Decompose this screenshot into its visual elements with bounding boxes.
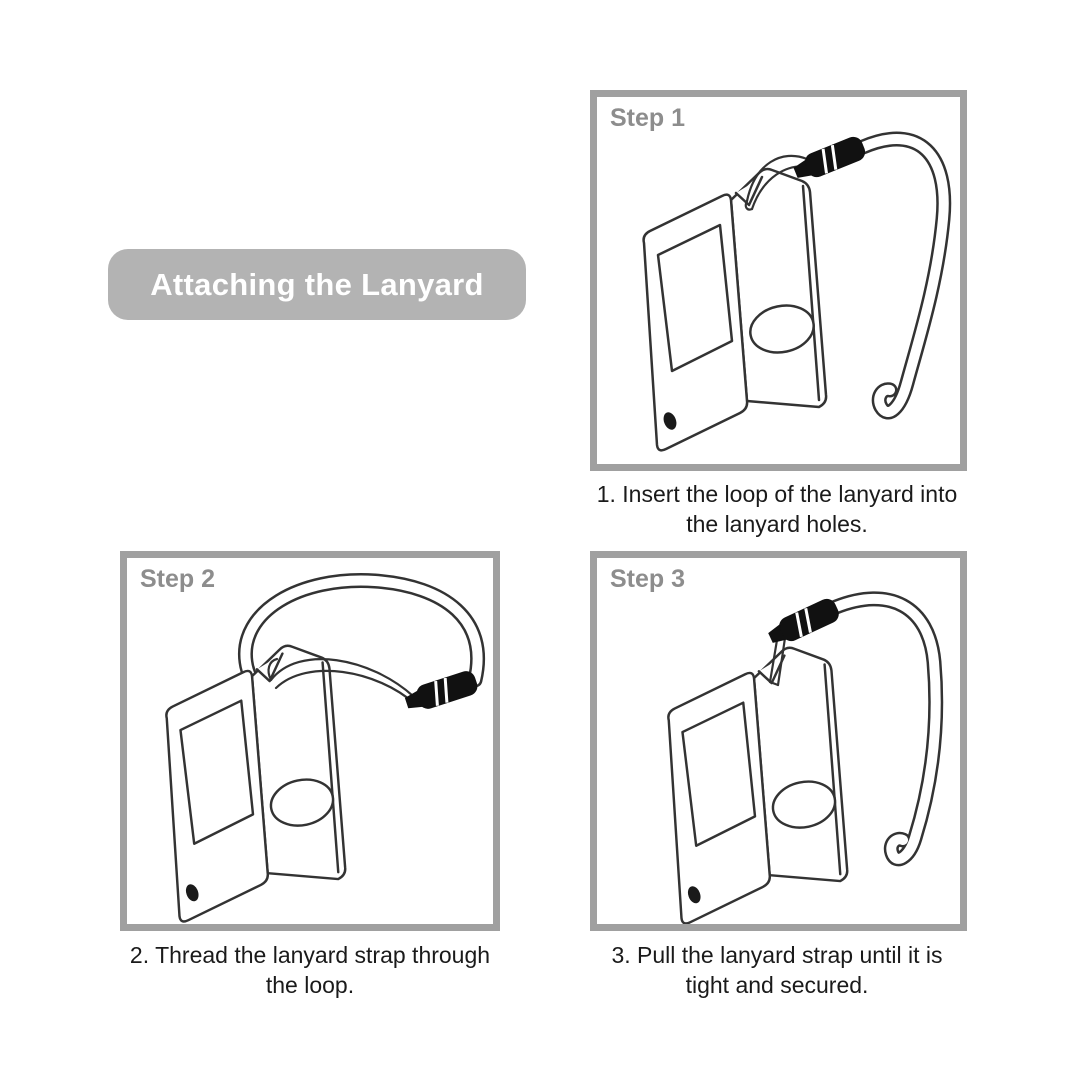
step2-panel: Step 2 [120,551,500,931]
caption-line: 2. Thread the lanyard strap through [129,942,491,968]
device-illustration [642,167,828,452]
connector-stripes [821,144,838,174]
connector-stripes [795,607,812,638]
device-speaker-dot [687,886,701,904]
device-speaker-dot [663,412,677,430]
device-back-panel [752,646,849,883]
caption-line: 3. Pull the lanyard strap until it is [611,942,943,968]
device-illustration [165,644,347,923]
step2-label: Step 2 [140,565,216,593]
step3-panel: Step 3 [590,551,967,931]
step3-label: Step 3 [610,565,686,593]
step3-caption: 3. Pull the lanyard strap until it is ti… [572,940,982,1001]
step2-caption: 2. Thread the lanyard strap through the … [100,940,520,1001]
device-screen [681,701,757,847]
device-clip-button [749,304,815,354]
device-clip-button [771,780,837,829]
device-back-panel [729,167,828,409]
device-screen [179,699,255,845]
step1-illustration [642,131,952,452]
device-clip-edge [801,184,821,402]
device-back-panel [250,644,347,881]
cord-hook [768,680,780,687]
device-clip-edge [823,663,842,876]
lanyard-connector [768,598,839,643]
cord-line-1 [745,154,809,203]
title-pill: Attaching the Lanyard [108,249,526,320]
device-clip-button [269,778,335,827]
caption-line: the loop. [265,972,355,999]
cord-hook [744,199,754,211]
lanyard-connector [793,136,866,178]
connector-stripes [434,677,449,706]
lanyard-strap [855,131,952,420]
cord-line-1 [269,658,415,698]
device-screen [656,223,734,373]
cord-hook [267,657,279,682]
step3-illustration [667,591,944,924]
lanyard-cord-loop [768,632,787,687]
step1-label: Step 1 [610,104,686,132]
lanyard-strap [828,591,944,867]
step2-illustration [165,573,486,923]
cord-line-1 [768,632,780,684]
cord-line-2 [274,669,417,706]
cord-line-2 [776,636,787,687]
device-illustration [667,646,849,924]
lanyard-connector [404,671,478,709]
step1-panel: Step 1 [590,90,967,471]
device-speaker-dot [185,884,199,902]
caption-line: tight and secured. [685,972,869,999]
lanyard-strap-fill [831,593,941,864]
caption-line: the lanyard holes. [686,511,868,538]
lanyard-cord-loop [267,657,417,706]
device-clip-edge [321,661,340,874]
caption-line: 1. Insert the loop of the lanyard into [596,481,958,507]
step1-caption: 1. Insert the loop of the lanyard into t… [572,479,982,540]
page-title: Attaching the Lanyard [150,266,484,302]
lanyard-strap-fill [858,134,949,417]
